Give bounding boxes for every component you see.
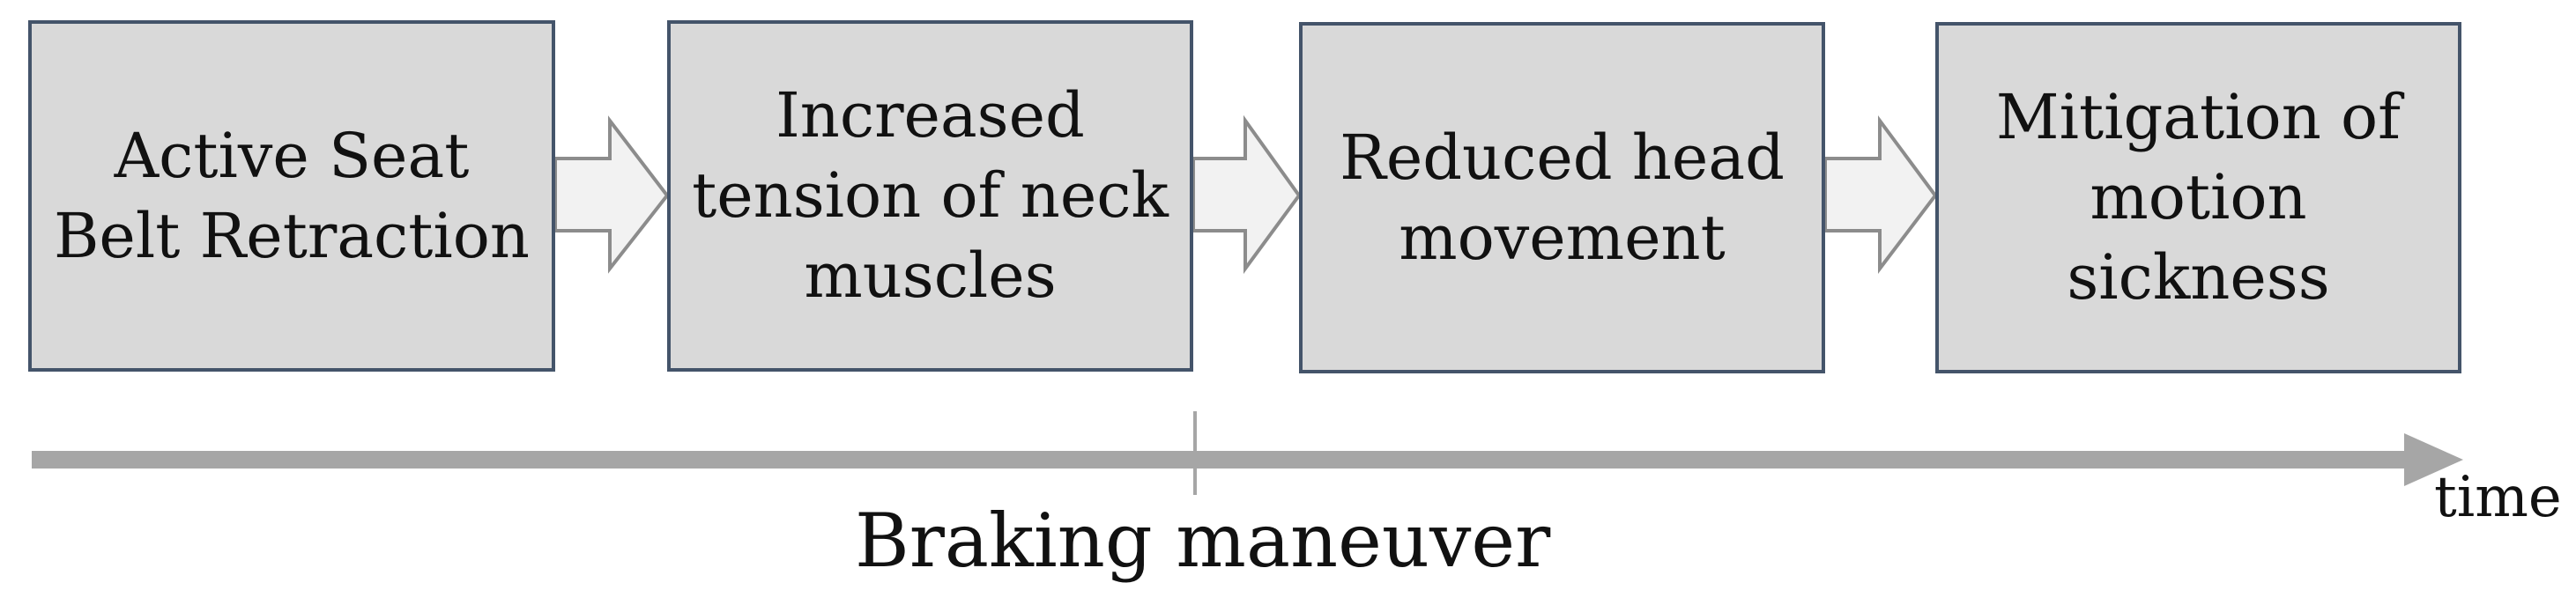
timeline-axis-label: time [2434,465,2562,530]
flow-arrow-1-2 [553,115,670,274]
flow-arrow-2-3 [1191,114,1302,275]
flow-arrow-3-4 [1823,114,1938,274]
step-box-reduced-head-movement: Reduced head movement [1299,22,1825,373]
step-box-neck-muscle-tension: Increased tension of neck muscles [667,20,1193,372]
braking-event-label: Braking maneuver [855,498,1551,584]
step-box-motion-sickness-mitigation: Mitigation of motion sickness [1935,22,2461,373]
step-label: Active Seat Belt Retraction [53,119,531,272]
step-label: Reduced head movement [1340,121,1785,274]
timeline-arrowhead [2404,433,2463,486]
timeline-axis [32,451,2411,469]
step-box-seat-belt-retraction: Active Seat Belt Retraction [28,20,555,372]
step-label: Increased tension of neck muscles [692,79,1169,312]
step-label: Mitigation of motion sickness [1995,81,2402,314]
